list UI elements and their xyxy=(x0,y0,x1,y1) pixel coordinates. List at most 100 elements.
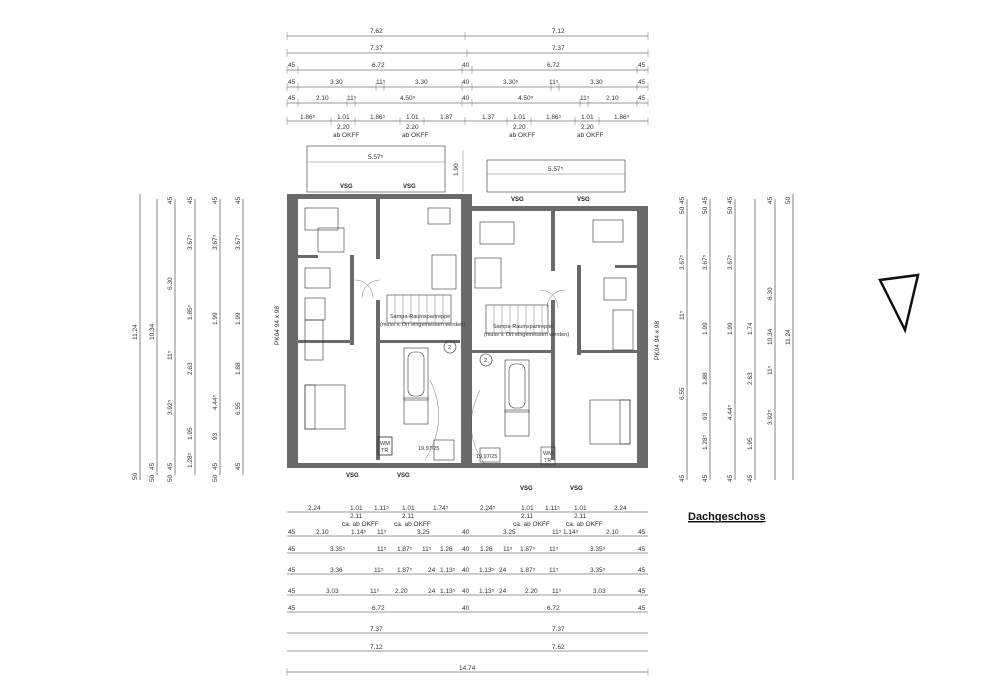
bot-4-v3: 1.87⁵ xyxy=(397,567,413,574)
top-dim-2-left: 7.37 xyxy=(370,45,383,52)
unit-number-right: 2 xyxy=(484,358,487,364)
bot-3-v11: 3.35⁵ xyxy=(590,546,606,553)
right-dimension-chains: 3.67⁵ 11⁵ 6.55 3.67⁵ 1.99 1.88 1.28⁵ 3.6… xyxy=(679,194,794,482)
bot-5-v7: 1.13⁵ xyxy=(479,588,495,595)
top-dim-4-a: 45 xyxy=(288,79,296,86)
right-c7: 1.88 xyxy=(702,372,709,385)
vsg-top-2: VSG xyxy=(403,184,416,190)
left-c7: 1.88 xyxy=(235,362,242,375)
left-c11: 1.95 xyxy=(187,427,194,440)
bot-6-b: 45 xyxy=(638,605,646,612)
right-top-2: 45 xyxy=(702,196,709,204)
right-c1: 6.30 xyxy=(767,287,774,300)
bot-5-v2: 11⁵ xyxy=(370,588,380,595)
bot-5-v5: 1.13⁵ xyxy=(440,588,456,595)
bot-4-v11: 3.35⁵ xyxy=(590,567,606,574)
stair-left-note: (muss v. Ort eingemessen werden) xyxy=(380,322,465,328)
top-dim-6-v3: 1.01 xyxy=(406,114,419,121)
top-dim-6-v5: 1.37 xyxy=(482,114,495,121)
bot-5-v8: 24 xyxy=(499,588,507,595)
bot-1-v6: 1.01 xyxy=(521,505,534,512)
bot-3-v4: 11⁵ xyxy=(422,546,432,553)
left-c5: 1.99 xyxy=(212,312,219,325)
right-c5: 1.99 xyxy=(702,322,709,335)
bot-4-v5: 1.13⁵ xyxy=(440,567,456,574)
bot-2-v7: 11⁵ xyxy=(552,529,562,536)
bot-3-v3: 1.87⁵ xyxy=(397,546,413,553)
bot-6-left: 6.72 xyxy=(372,605,385,612)
top-dim-6-v1: 1.01 xyxy=(337,114,350,121)
bot-4-v12: 45 xyxy=(638,567,646,574)
drawing-title: Dachgeschoss xyxy=(688,511,766,523)
bot-3-v9: 1.87⁵ xyxy=(520,546,536,553)
top-dim-6-v4: 1.87 xyxy=(440,114,453,121)
left-c2b: 3.67⁵ xyxy=(212,234,219,250)
bot-6-a: 45 xyxy=(288,605,296,612)
right-top-7: 50 xyxy=(785,196,792,204)
balcony-right-dim: 5.57⁵ xyxy=(548,166,564,173)
bot-2-v5: 40 xyxy=(462,529,470,536)
bot-1-v8: 1.01 xyxy=(574,505,587,512)
bot-1-v2: 1.11⁵ xyxy=(374,505,389,512)
left-top-0: 45 xyxy=(167,196,174,204)
right-c8: 6.55 xyxy=(679,387,686,400)
top-dim-3-a: 45 xyxy=(288,62,296,69)
bot-2-v0: 45 xyxy=(288,529,296,536)
top-dim-3-right: 6.72 xyxy=(547,62,560,69)
bot-1-sub0: 2.11 xyxy=(350,513,363,520)
right-top-0: 45 xyxy=(679,196,686,204)
left-c13: 1.28⁵ xyxy=(187,452,194,468)
bot-5-v11: 3.03 xyxy=(593,588,606,595)
top-dim-6-okff3: ab OKFF xyxy=(577,132,603,139)
pk-left-label: PK04 94 x 98 xyxy=(274,306,281,345)
bot-1-v7: 1.11⁵ xyxy=(545,505,560,512)
tr-right: TR xyxy=(544,458,551,464)
right-c11: 1.95 xyxy=(747,437,754,450)
top-dim-1-right: 7.12 xyxy=(552,28,565,35)
right-c6: 2.63 xyxy=(747,372,754,385)
bot-3-v6: 40 xyxy=(462,546,470,553)
right-total: 11.24 xyxy=(785,329,792,345)
left-c3: 11⁵ xyxy=(167,350,174,360)
top-dim-5-r3: 2.10 xyxy=(606,95,619,102)
bot-9-total: 14.74 xyxy=(459,665,476,672)
left-bottom-1: 45 xyxy=(149,462,156,470)
right-bottom-3: 45 xyxy=(747,474,754,482)
left-c6: 2.63 xyxy=(187,362,194,375)
top-dim-6-sub2: 2.20 xyxy=(513,124,526,131)
right-c3: 11⁵ xyxy=(679,310,686,320)
top-dim-6-v7: 1.86⁵ xyxy=(546,114,562,121)
balcony-left-dim: 5.57⁵ xyxy=(368,154,384,161)
left-bottom-4: 50 xyxy=(167,474,174,482)
top-dim-4-mid: 40 xyxy=(462,79,470,86)
right-bottom-2: 45 xyxy=(727,474,734,482)
right-c3b: 11⁵ xyxy=(767,365,774,375)
bot-4-v8: 24 xyxy=(499,567,507,574)
top-dim-6-v0: 1.86⁵ xyxy=(300,114,316,121)
bot-2-v1: 2.10 xyxy=(316,529,329,536)
top-dim-3-b: 45 xyxy=(638,62,646,69)
left-bottom-5: 45 xyxy=(212,462,219,470)
top-dim-5-mid: 40 xyxy=(462,95,470,102)
vsg-bottom-2: VSG xyxy=(397,473,410,479)
bot-1-okff1: ca. ab OKFF xyxy=(394,521,431,528)
top-dim-4-l3: 3.30 xyxy=(415,79,428,86)
bot-1-sub1: 2.11 xyxy=(402,513,415,520)
left-bottom-2: 50 xyxy=(149,474,156,482)
bot-5-v6: 40 xyxy=(462,588,470,595)
vsg-bottom-1: VSG xyxy=(346,473,359,479)
left-inner: 10.34 xyxy=(149,323,156,340)
bot-3-v2: 11⁵ xyxy=(377,546,387,553)
bot-5-v3: 2.20 xyxy=(395,588,408,595)
right-c10: 4.44⁵ xyxy=(727,404,734,420)
bot-3-v8: 11⁵ xyxy=(503,546,513,553)
bot-6-mid: 40 xyxy=(462,605,470,612)
bot-3-v0: 45 xyxy=(288,546,296,553)
top-dim-5-r2: 11⁵ xyxy=(580,95,590,102)
top-dim-6-v2: 1.86⁵ xyxy=(370,114,386,121)
bot-4-v9: 1.87⁵ xyxy=(520,567,536,574)
top-dim-6-okff0: ab OKFF xyxy=(333,132,359,139)
bot-3-v5: 1.26 xyxy=(440,546,453,553)
bot-1-okff2: ca. ab OKFF xyxy=(513,521,550,528)
bot-2-v10: 45 xyxy=(638,529,646,536)
